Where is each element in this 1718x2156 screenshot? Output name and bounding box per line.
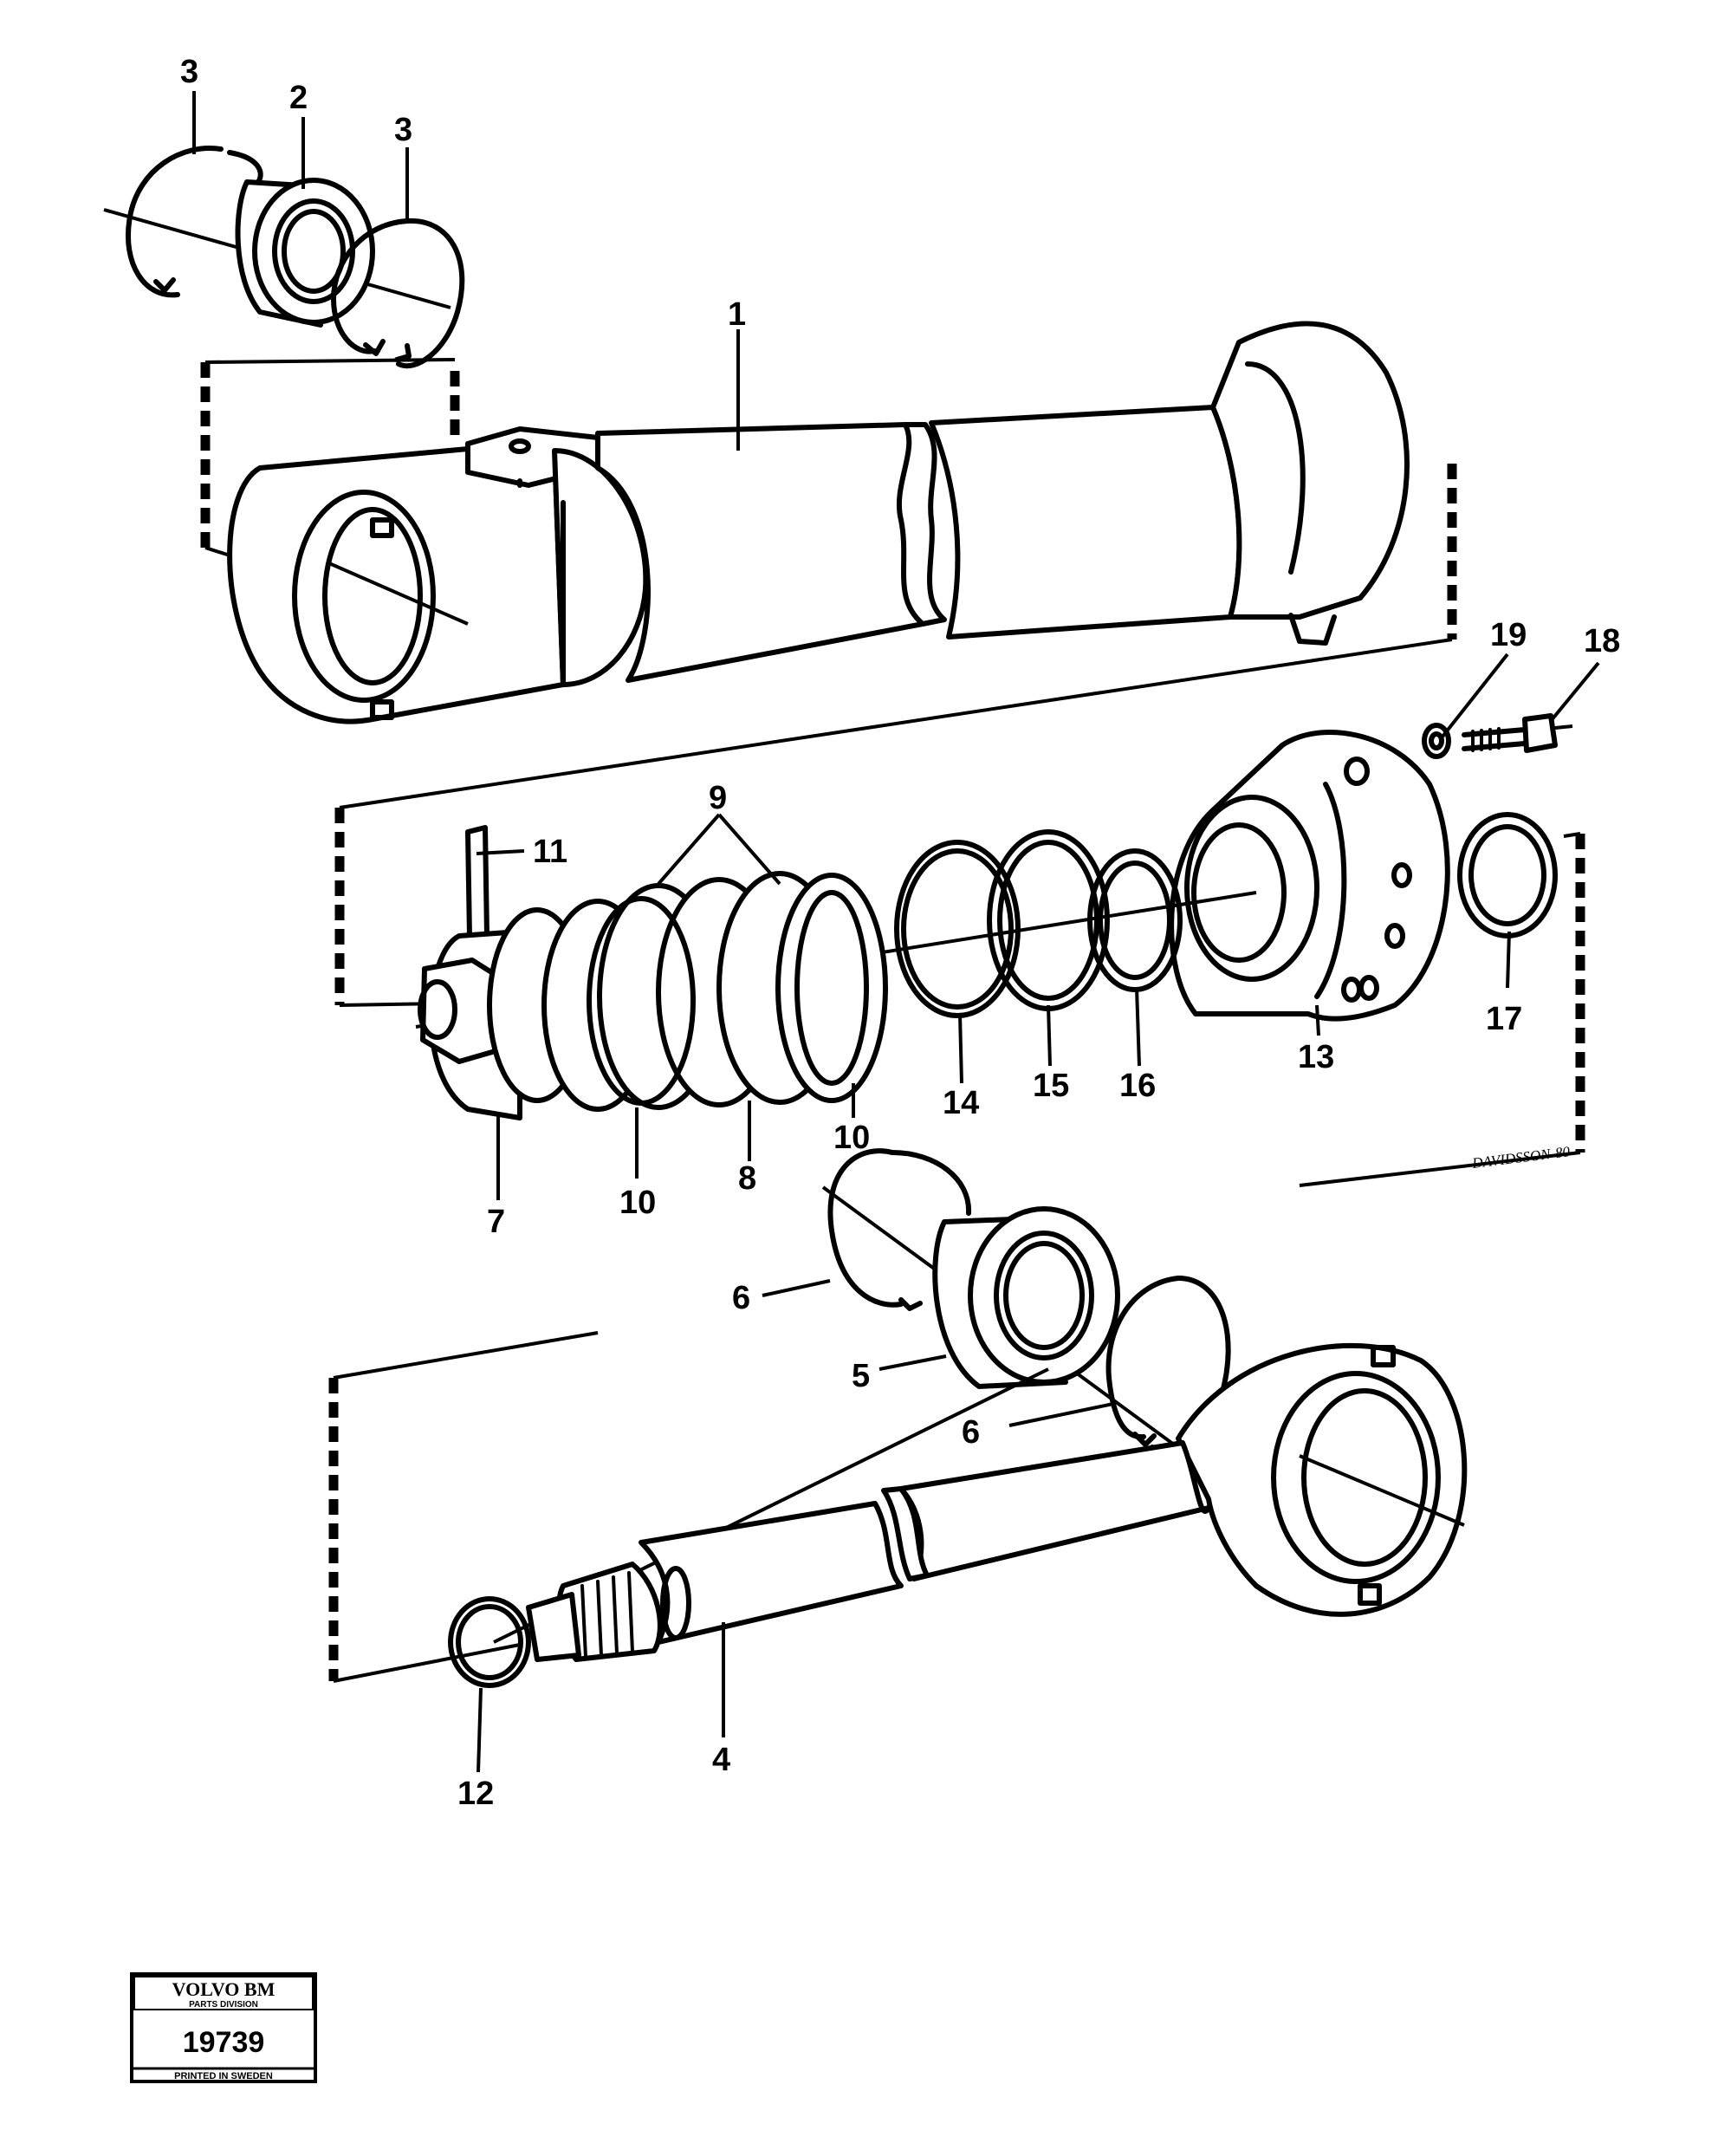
leader-lines [192,91,1600,1773]
piston-assembly [415,825,1257,1120]
callout-7: 7 [487,1204,505,1240]
volvo-bm-stamp: VOLVO BM PARTS DIVISION 19739 PRINTED IN… [130,1972,317,2083]
callout-9: 9 [709,780,727,816]
callout-1: 1 [728,296,746,333]
callout-6-lower: 6 [962,1414,980,1451]
circlip-3-right [396,218,465,369]
seal-ring-17 [1457,812,1558,938]
cylinder-tube-1 [227,321,1410,724]
callout-3-left: 3 [180,54,198,90]
seal-ring-12 [448,1596,531,1688]
top-bearing-group [103,146,465,369]
stamp-number: 19739 [183,2026,265,2059]
circlip-3-left [126,146,224,298]
bearing-2 [235,178,375,328]
callout-6-upper: 6 [732,1280,750,1316]
lower-bearing-group [821,1148,1231,1475]
screw-and-washer [1422,713,1573,759]
piston-rod-4 [493,1342,1468,1662]
circlip-6-upper [827,1148,904,1308]
callout-19: 19 [1490,617,1527,653]
callout-11: 11 [533,834,567,870]
stamp-brand: VOLVO BM [172,1978,276,2000]
callout-labels: 3 2 3 1 19 18 9 11 17 13 16 15 14 10 8 1… [180,54,1620,1812]
stamp-division: PARTS DIVISION [189,2000,258,2010]
callout-5: 5 [852,1358,870,1394]
callout-15: 15 [1033,1068,1069,1104]
callout-3-right: 3 [394,112,412,148]
callout-10-left: 10 [619,1185,656,1221]
callout-18: 18 [1584,623,1620,659]
draftsman-signature: DAVIDSSON-80 [1470,1143,1571,1172]
callout-10-right: 10 [833,1120,870,1156]
callout-17: 17 [1486,1001,1522,1037]
callout-16: 16 [1119,1068,1156,1104]
callout-14: 14 [943,1085,979,1121]
stamp-printed: PRINTED IN SWEDEN [174,2071,273,2081]
callout-2: 2 [289,80,308,116]
pin-11 [465,825,489,940]
seal-ring-16 [1087,848,1183,992]
callout-13: 13 [1298,1039,1334,1075]
callout-12: 12 [457,1776,494,1812]
bearing-5 [932,1206,1120,1389]
callout-4: 4 [712,1742,730,1778]
washer-19 [1422,723,1451,759]
callout-8: 8 [738,1160,756,1197]
assembly-guides [200,358,1585,1683]
cylinder-head-13 [1169,730,1450,1022]
